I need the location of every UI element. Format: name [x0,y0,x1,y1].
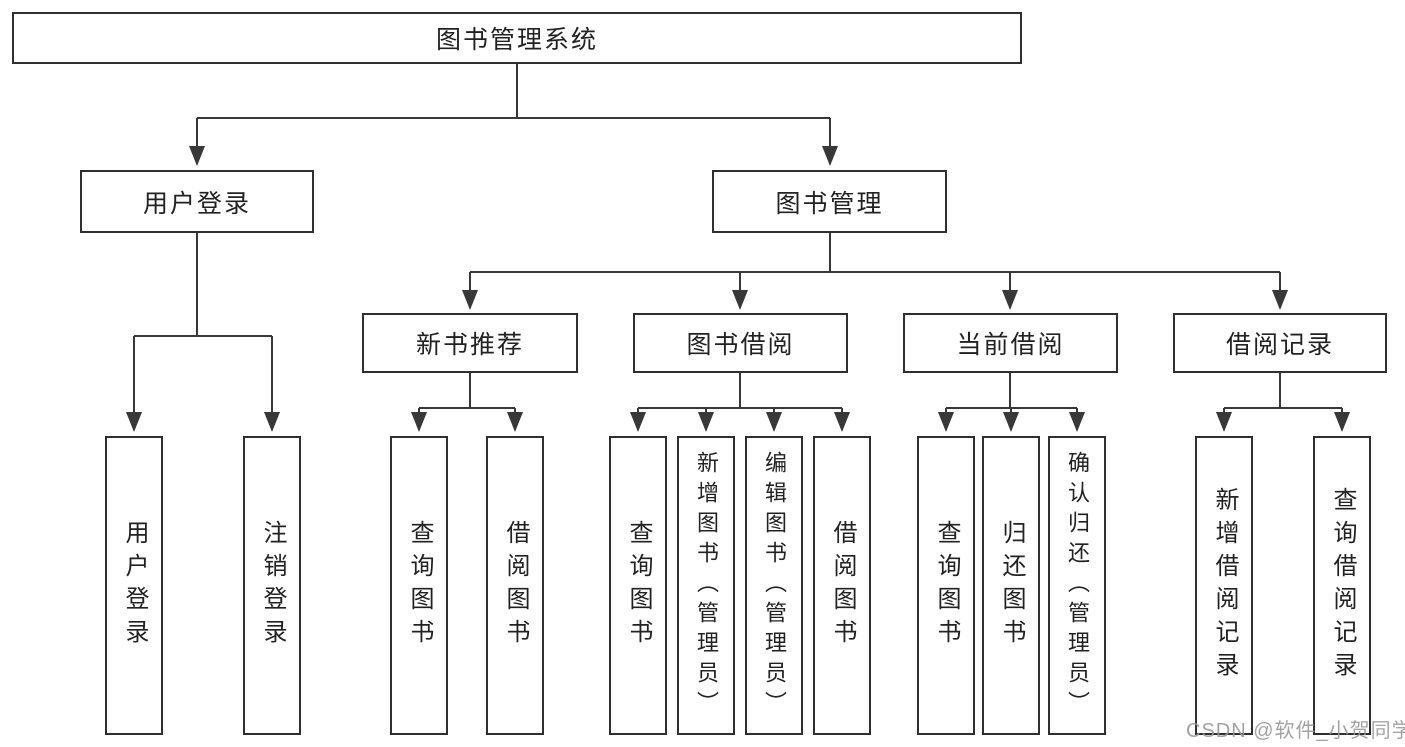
leaf-user-login-label: 用户登录 [121,519,148,652]
leaf-edit-book-admin: 编辑图书（管理员） [745,436,803,735]
node-current-borrowing: 当前借阅 [903,313,1118,373]
csdn-watermark: CSDN @软件_小贺同学 [1186,720,1405,742]
leaf-query-books: 查询图书 [917,436,975,735]
node-borrow-records-label: 借阅记录 [1225,331,1334,359]
leaf-borrow-books-label: 借阅图书 [502,519,529,652]
leaf-add-borrow-record-label: 新增借阅记录 [1211,486,1238,685]
node-book-borrowing: 图书借阅 [633,313,848,373]
node-current-borrowing-label: 当前借阅 [956,331,1065,359]
leaf-logout-label: 注销登录 [259,519,286,652]
node-new-book-recommend-label: 新书推荐 [415,331,524,359]
node-user-login-label: 用户登录 [142,189,251,218]
leaf-logout: 注销登录 [243,436,301,735]
leaf-add-borrow-record: 新增借阅记录 [1195,436,1253,735]
leaf-confirm-return-admin: 确认归还（管理员） [1048,436,1106,735]
leaf-borrow-books: 借阅图书 [813,436,871,735]
node-book-borrowing-label: 图书借阅 [686,331,795,359]
node-book-management: 图书管理 [712,170,947,233]
leaf-query-borrow-record-label: 查询借阅记录 [1329,486,1356,685]
leaf-query-books-label: 查询图书 [933,519,960,652]
leaf-query-books-label: 查询图书 [625,519,652,652]
leaf-return-book: 归还图书 [982,436,1040,735]
leaf-return-book-label: 归还图书 [998,519,1025,652]
leaf-borrow-books: 借阅图书 [486,436,544,735]
node-user-login: 用户登录 [80,170,314,233]
node-library-system: 图书管理系统 [12,12,1022,64]
node-borrow-records: 借阅记录 [1173,313,1387,373]
leaf-query-borrow-record: 查询借阅记录 [1313,436,1371,735]
leaf-query-books-label: 查询图书 [406,519,433,652]
leaf-user-login: 用户登录 [105,436,163,735]
leaf-borrow-books-label: 借阅图书 [829,519,856,652]
leaf-add-book-admin-label: 新增图书（管理员） [694,450,719,721]
leaf-query-books: 查询图书 [390,436,448,735]
leaf-confirm-return-admin-label: 确认归还（管理员） [1065,450,1090,721]
leaf-edit-book-admin-label: 编辑图书（管理员） [762,450,787,721]
node-book-management-label: 图书管理 [775,189,884,218]
leaf-add-book-admin: 新增图书（管理员） [677,436,735,735]
node-library-system-label: 图书管理系统 [435,26,598,54]
leaf-query-books: 查询图书 [609,436,667,735]
node-new-book-recommend: 新书推荐 [362,313,578,373]
